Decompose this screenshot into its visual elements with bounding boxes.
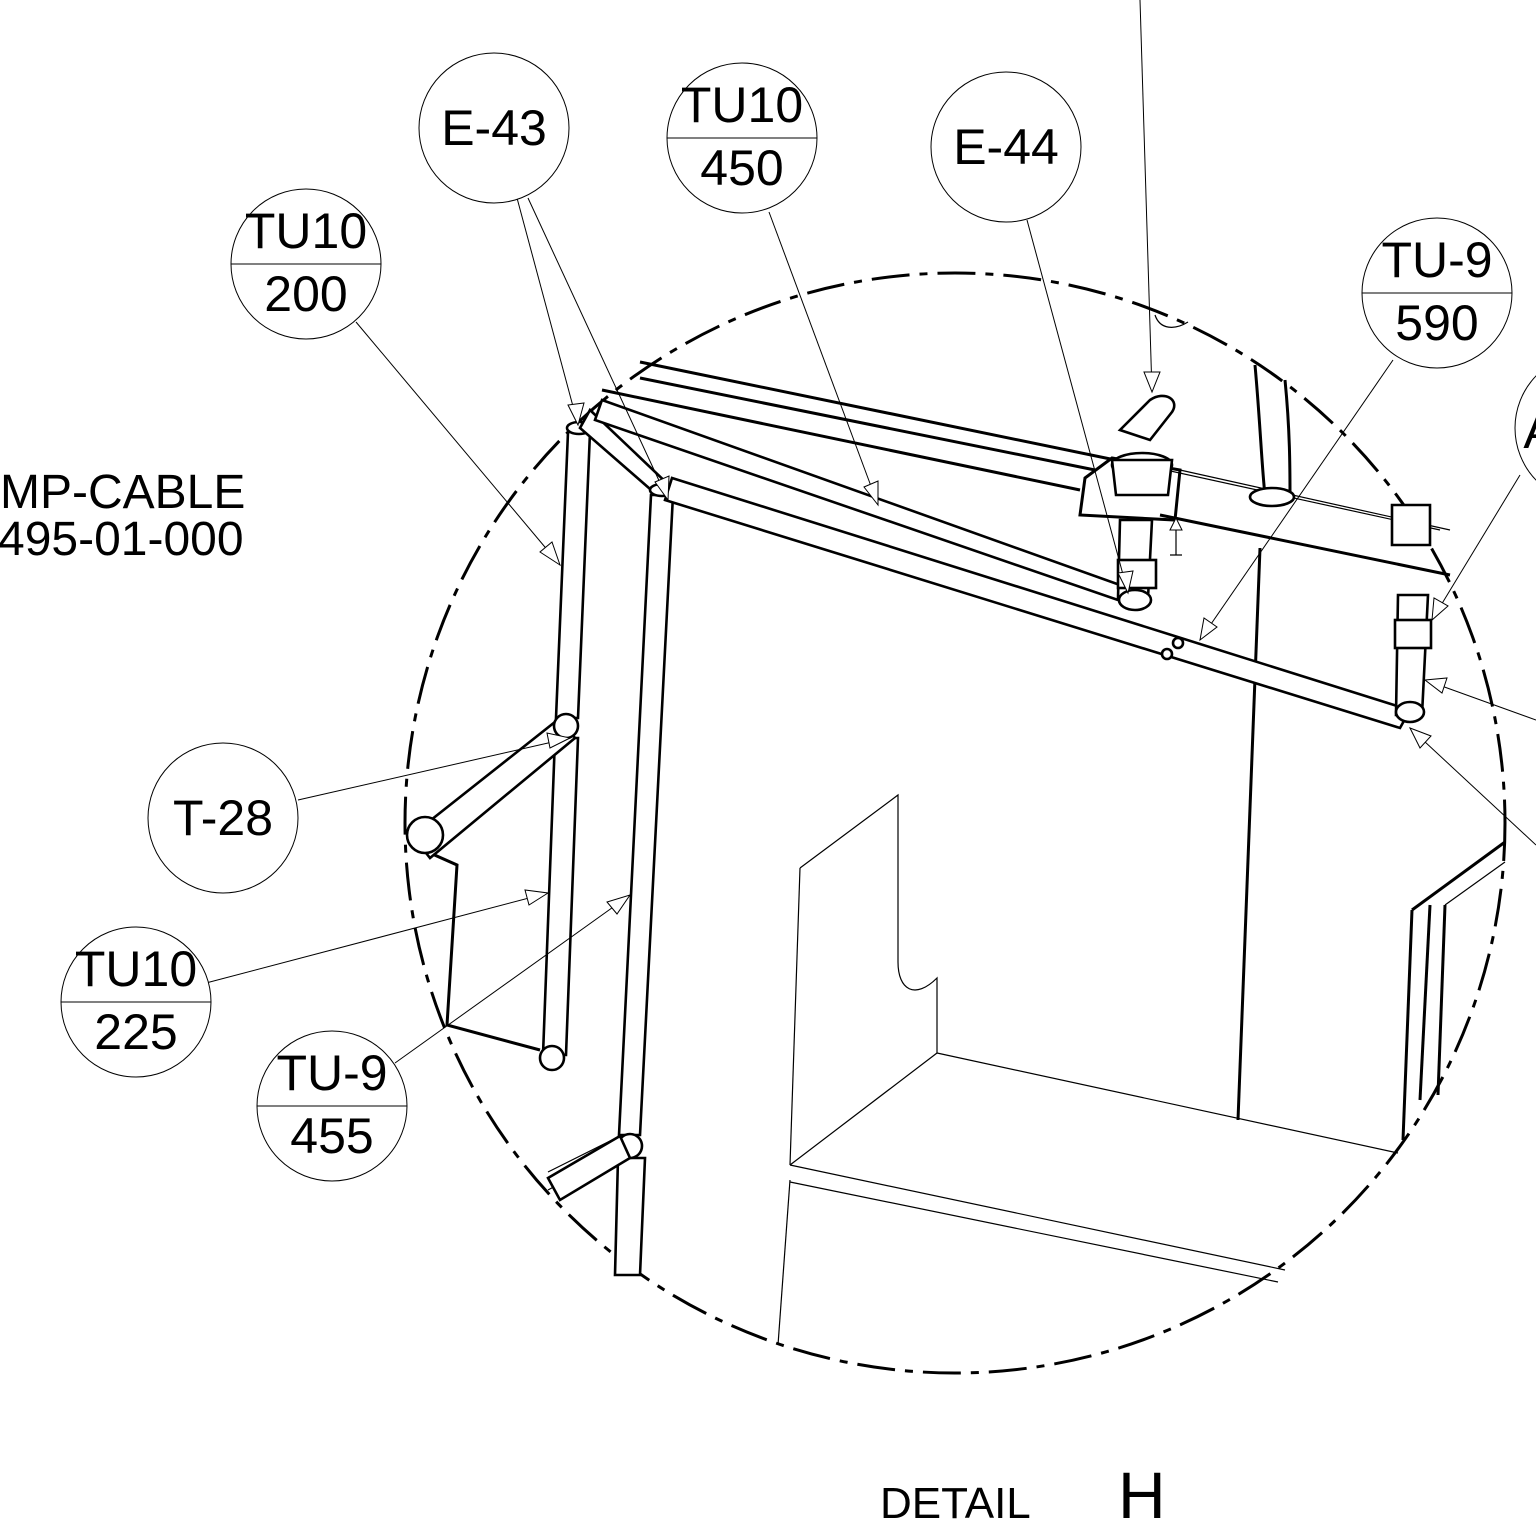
balloon-e-44: E-44 xyxy=(930,71,1082,223)
balloon-tu10-450: TU10 450 xyxy=(666,62,818,214)
detail-title-word: DETAIL xyxy=(880,1479,1031,1522)
balloon-tu-9-590-bottom: 590 xyxy=(1395,295,1478,351)
balloon-e-44-label: E-44 xyxy=(953,119,1059,175)
pipework xyxy=(405,394,1433,1277)
detail-title: DETAIL H xyxy=(880,1458,1166,1522)
balloon-t-28: T-28 xyxy=(147,742,299,894)
balloon-tu10-450-top: TU10 xyxy=(681,77,803,133)
balloon-tu10-225-bottom: 225 xyxy=(94,1004,177,1060)
balloon-e-43-label: E-43 xyxy=(441,100,547,156)
detail-title-letter: H xyxy=(1118,1458,1166,1522)
balloon-edge-a-label: A xyxy=(1523,403,1536,459)
balloon-tu10-200-bottom: 200 xyxy=(264,266,347,322)
part-note-line1: MP-CABLE xyxy=(0,466,245,519)
detail-boundary-circle xyxy=(403,271,1507,1375)
balloon-tu10-225-top: TU10 xyxy=(75,941,197,997)
part-note-line2: 495-01-000 xyxy=(0,513,244,566)
part-note: MP-CABLE 495-01-000 xyxy=(0,466,245,566)
balloon-e-43: E-43 xyxy=(418,52,570,204)
balloon-edge-a: A xyxy=(1514,375,1536,481)
leader-lines xyxy=(205,0,1536,1064)
balloon-tu-9-590: TU-9 590 xyxy=(1361,217,1513,369)
balloon-t-28-label: T-28 xyxy=(173,790,273,846)
balloon-tu-9-455-bottom: 455 xyxy=(290,1108,373,1164)
balloon-tu-9-455: TU-9 455 xyxy=(256,1030,408,1182)
balloon-tu-9-590-top: TU-9 xyxy=(1381,232,1492,288)
balloon-tu10-225: TU10 225 xyxy=(60,926,212,1078)
balloon-tu10-450-bottom: 450 xyxy=(700,140,783,196)
balloon-tu10-200-top: TU10 xyxy=(245,203,367,259)
balloon-tu-9-455-top: TU-9 xyxy=(276,1045,387,1101)
balloon-tu10-200: TU10 200 xyxy=(230,188,382,340)
